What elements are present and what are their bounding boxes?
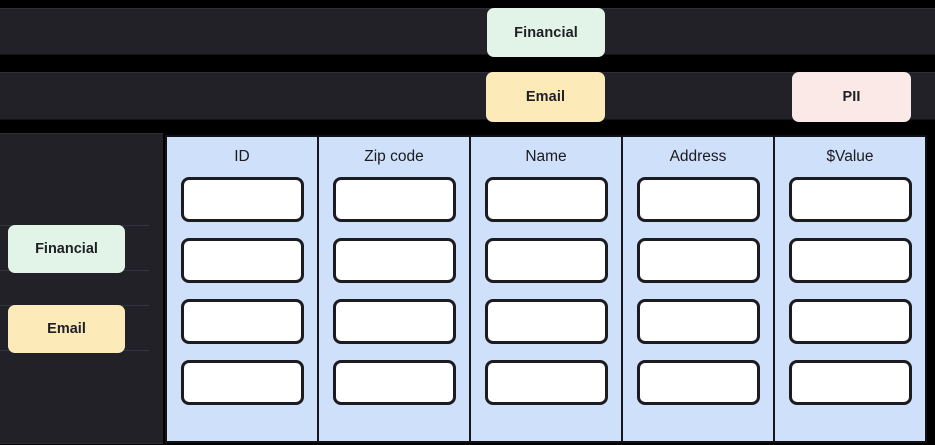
tag-financial[interactable]: Financial: [487, 8, 605, 57]
sidebar-item-email[interactable]: Email: [0, 305, 149, 353]
column-cells-id: [167, 177, 317, 441]
column-cells-name: [471, 177, 621, 441]
table-cell[interactable]: [636, 299, 760, 344]
tag-email[interactable]: Email: [486, 72, 605, 122]
tag-pii[interactable]: PII: [792, 72, 911, 122]
tag-row-email-pii: Email PII: [0, 72, 935, 122]
table-cell[interactable]: [484, 177, 608, 222]
table-column-value: $Value: [775, 137, 925, 441]
table-column-address: Address: [623, 137, 775, 441]
table-cell[interactable]: [332, 238, 456, 283]
table-cell[interactable]: [180, 360, 304, 405]
tag-row-financial: Financial: [0, 8, 935, 57]
table-column-id: ID: [167, 137, 319, 441]
table-cell[interactable]: [484, 238, 608, 283]
column-header-id: ID: [234, 148, 250, 165]
sidebar-tag-email[interactable]: Email: [8, 305, 125, 353]
table-cell[interactable]: [180, 238, 304, 283]
table-column-name: Name: [471, 137, 623, 441]
sidebar-tag-financial[interactable]: Financial: [8, 225, 125, 273]
table-cell[interactable]: [636, 360, 760, 405]
table-cell[interactable]: [332, 360, 456, 405]
table-cell[interactable]: [788, 360, 912, 405]
sidebar: Financial Email: [0, 133, 163, 444]
column-cells-zip-code: [319, 177, 469, 441]
column-header-address: Address: [669, 148, 727, 165]
table-cell[interactable]: [636, 238, 760, 283]
table-cell[interactable]: [788, 238, 912, 283]
column-header-zip-code: Zip code: [364, 148, 424, 165]
table-column-zip-code: Zip code: [319, 137, 471, 441]
column-cells-value: [775, 177, 925, 441]
column-cells-address: [623, 177, 773, 441]
table-cell[interactable]: [484, 299, 608, 344]
table-cell[interactable]: [788, 177, 912, 222]
table-cell[interactable]: [332, 299, 456, 344]
table-cell[interactable]: [788, 299, 912, 344]
table-cell[interactable]: [180, 299, 304, 344]
table-cell[interactable]: [332, 177, 456, 222]
table-cell[interactable]: [636, 177, 760, 222]
column-header-name: Name: [525, 148, 567, 165]
table-cell[interactable]: [484, 360, 608, 405]
column-header-value: $Value: [826, 148, 874, 165]
table-cell[interactable]: [180, 177, 304, 222]
sidebar-item-financial[interactable]: Financial: [0, 225, 149, 273]
data-table: ID Zip code Name: [165, 135, 927, 443]
lower-section: Financial Email ID Zip code: [0, 133, 935, 445]
